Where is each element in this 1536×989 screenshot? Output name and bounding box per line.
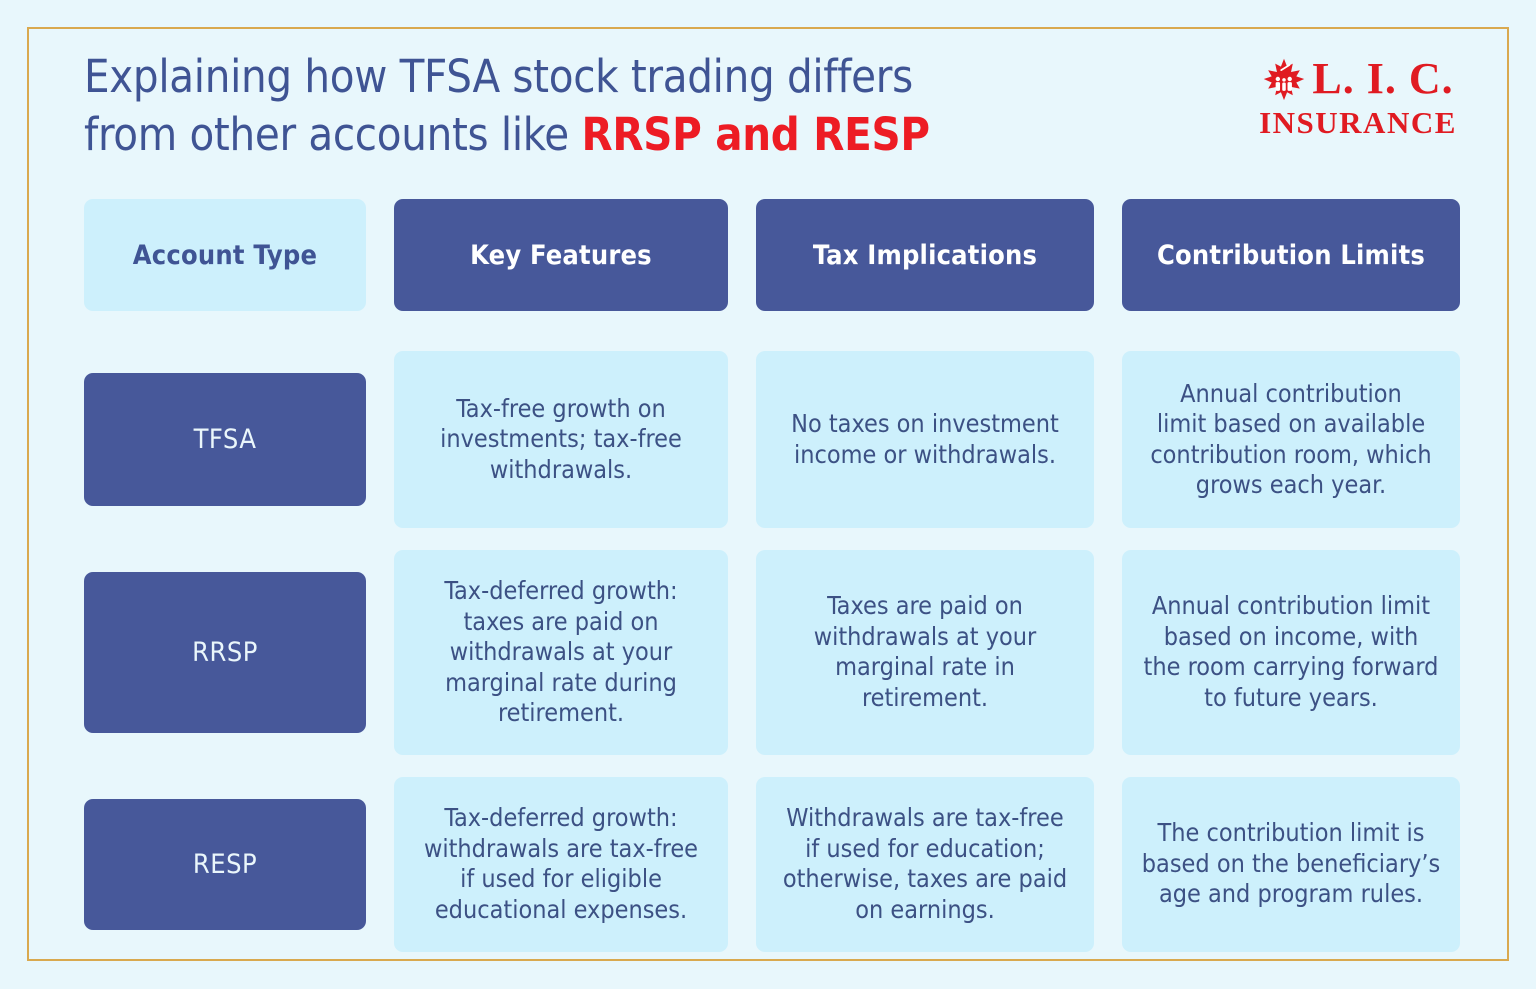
page-title: Explaining how TFSA stock trading differ… (84, 48, 1024, 164)
column-gap (1094, 550, 1122, 755)
table-row: RESP Tax-deferred growth: withdrawals ar… (84, 776, 1460, 952)
cell-resp-contribution-limits: The contribution limit is based on the b… (1122, 776, 1460, 952)
account-label-rrsp: RRSP (84, 572, 366, 733)
logo-name-text: L. I. C. (1312, 54, 1454, 103)
logo-top-row: L. I. C. (1262, 52, 1453, 106)
column-gap (728, 199, 756, 311)
account-label-wrapper: RRSP (84, 550, 366, 755)
column-gap (366, 550, 394, 755)
maple-leaf-family-icon (1264, 58, 1305, 101)
account-label-resp: RESP (84, 798, 366, 930)
column-gap (1094, 777, 1122, 952)
cell-tfsa-contribution-limits: Annual contribution limit based on avail… (1122, 351, 1460, 528)
table-header-row: Account Type Key Features Tax Implicatio… (84, 199, 1460, 311)
column-gap (1094, 199, 1122, 311)
cell-rrsp-contribution-limits: Annual contribution limit based on incom… (1122, 550, 1460, 755)
cell-tfsa-key-features: Tax-free growth on investments; tax-free… (394, 351, 728, 528)
column-gap (366, 199, 394, 311)
title-line-1: Explaining how TFSA stock trading differ… (84, 50, 913, 103)
column-header-contribution-limits: Contribution Limits (1122, 199, 1460, 311)
cell-rrsp-key-features: Tax-deferred growth: taxes are paid on w… (394, 550, 728, 755)
column-header-key-features: Key Features (394, 199, 728, 311)
logo-subtitle-text: INSURANCE (1259, 105, 1457, 140)
title-line-2: from other accounts like RRSP and RESP (84, 106, 1024, 164)
column-gap (366, 351, 394, 528)
cell-tfsa-tax-implications: No taxes on investment income or withdra… (756, 351, 1094, 528)
table-row: RRSP Tax-deferred growth: taxes are paid… (84, 550, 1460, 755)
cell-rrsp-tax-implications: Taxes are paid on withdrawals at your ma… (756, 550, 1094, 755)
comparison-table: Account Type Key Features Tax Implicatio… (84, 199, 1460, 952)
account-label-tfsa: TFSA (84, 373, 366, 506)
column-gap (728, 777, 756, 952)
column-gap (366, 777, 394, 952)
column-gap (728, 351, 756, 528)
brand-logo: L. I. C. INSURANCE (1258, 48, 1458, 144)
column-header-tax-implications: Tax Implications (756, 199, 1094, 311)
title-line-2-accent: RRSP and RESP (581, 108, 930, 161)
title-line-2-prefix: from other accounts like (84, 108, 582, 161)
account-label-wrapper: TFSA (84, 351, 366, 528)
cell-resp-tax-implications: Withdrawals are tax-free if used for edu… (756, 776, 1094, 952)
cell-resp-key-features: Tax-deferred growth: withdrawals are tax… (394, 776, 728, 952)
column-gap (1094, 351, 1122, 528)
column-gap (728, 550, 756, 755)
table-row: TFSA Tax-free growth on investments; tax… (84, 351, 1460, 528)
column-header-account-type: Account Type (84, 199, 366, 311)
account-label-wrapper: RESP (84, 777, 366, 952)
